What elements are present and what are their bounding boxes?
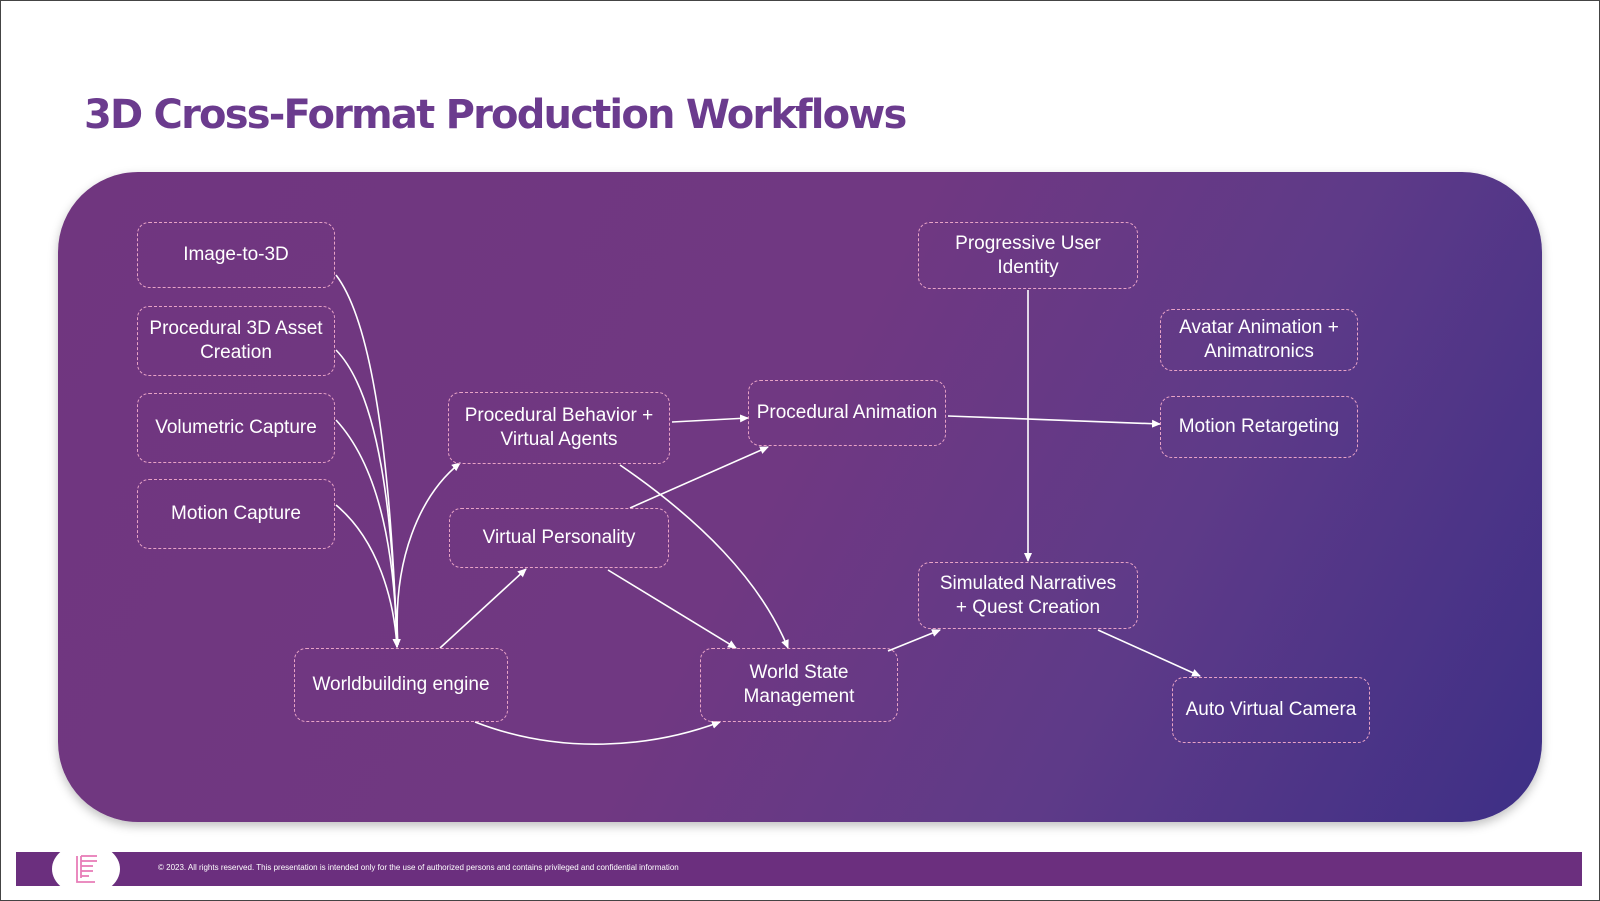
node-simulated-narratives-label-line1: Simulated Narratives xyxy=(939,572,1117,594)
node-world-state-management: World State Management xyxy=(700,648,898,722)
node-avatar-animation: Avatar Animation + Animatronics xyxy=(1160,309,1358,371)
node-auto-virtual-camera: Auto Virtual Camera xyxy=(1172,677,1370,743)
node-progressive-user-identity-label-line1: Progressive User xyxy=(955,232,1101,254)
node-worldbuilding-engine: Worldbuilding engine xyxy=(294,648,508,722)
node-procedural-behavior-label-line1: Procedural Behavior + xyxy=(464,405,654,426)
node-procedural-3d-asset: Procedural 3D Asset Creation xyxy=(137,306,335,376)
node-procedural-behavior: Procedural Behavior + Virtual Agents xyxy=(448,392,670,464)
node-volumetric-capture-label: Volumetric Capture xyxy=(155,417,317,438)
node-virtual-personality-label: Virtual Personality xyxy=(482,527,636,548)
node-image-to-3d-label: Image-to-3D xyxy=(183,244,289,265)
footer-copyright: © 2023. All rights reserved. This presen… xyxy=(158,863,679,872)
company-logo-icon xyxy=(76,855,97,883)
node-procedural-animation: Procedural Animation xyxy=(748,380,946,446)
node-motion-retargeting-label: Motion Retargeting xyxy=(1178,416,1340,437)
node-avatar-animation-label-line1: Avatar Animation + xyxy=(1179,317,1339,338)
node-world-state-management-label-line2: Management xyxy=(743,686,855,707)
node-simulated-narratives-label-line2: + Quest Creation xyxy=(955,596,1101,618)
node-world-state-management-label-line1: World State xyxy=(749,662,849,683)
footer-logo xyxy=(52,843,120,895)
node-worldbuilding-engine-label: Worldbuilding engine xyxy=(312,674,490,695)
node-progressive-user-identity-label-line2: Identity xyxy=(997,256,1059,278)
node-motion-retargeting: Motion Retargeting xyxy=(1160,396,1358,458)
node-procedural-3d-asset-label-line2: Creation xyxy=(200,342,272,363)
node-procedural-3d-asset-label-line1: Procedural 3D Asset xyxy=(149,318,323,339)
node-simulated-narratives: Simulated Narratives + Quest Creation xyxy=(918,562,1138,629)
slide-title: 3D Cross-Format Production Workflows xyxy=(84,92,907,138)
node-avatar-animation-label-line2: Animatronics xyxy=(1204,341,1314,362)
node-procedural-behavior-label-line2: Virtual Agents xyxy=(500,429,618,450)
node-progressive-user-identity: Progressive User Identity xyxy=(918,222,1138,289)
node-volumetric-capture: Volumetric Capture xyxy=(137,393,335,463)
node-motion-capture-label: Motion Capture xyxy=(171,503,301,524)
node-virtual-personality: Virtual Personality xyxy=(449,508,669,568)
footer-bar xyxy=(16,852,1582,886)
node-motion-capture: Motion Capture xyxy=(137,479,335,549)
node-procedural-animation-label: Procedural Animation xyxy=(756,402,938,423)
node-auto-virtual-camera-label: Auto Virtual Camera xyxy=(1185,699,1357,720)
node-image-to-3d: Image-to-3D xyxy=(137,222,335,288)
